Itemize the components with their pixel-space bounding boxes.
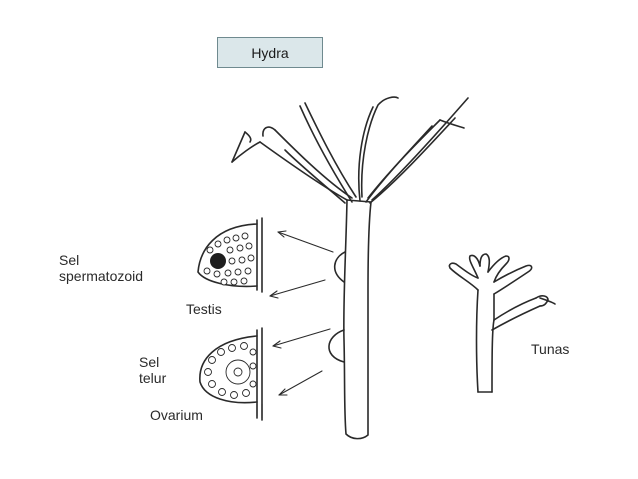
bud-illustration xyxy=(449,254,555,392)
hydra-tentacles xyxy=(232,97,468,203)
pointer-arrows xyxy=(270,231,333,395)
egg-cell-label: Sel telur xyxy=(139,354,166,386)
bud-label: Tunas xyxy=(531,341,569,357)
sperm-cell-label-line2: spermatozoid xyxy=(59,268,143,284)
egg-cell-label-line1: Sel xyxy=(139,354,166,370)
sperm-cell-label-line1: Sel xyxy=(59,252,143,268)
egg-cell-label-line2: telur xyxy=(139,370,166,386)
sperm-cell-label: Sel spermatozoid xyxy=(59,252,143,284)
ovary-detail xyxy=(200,328,262,420)
testis-detail xyxy=(198,218,262,292)
ovary-label: Ovarium xyxy=(150,407,203,423)
testis-label: Testis xyxy=(186,301,222,317)
hydra-body xyxy=(329,200,371,439)
